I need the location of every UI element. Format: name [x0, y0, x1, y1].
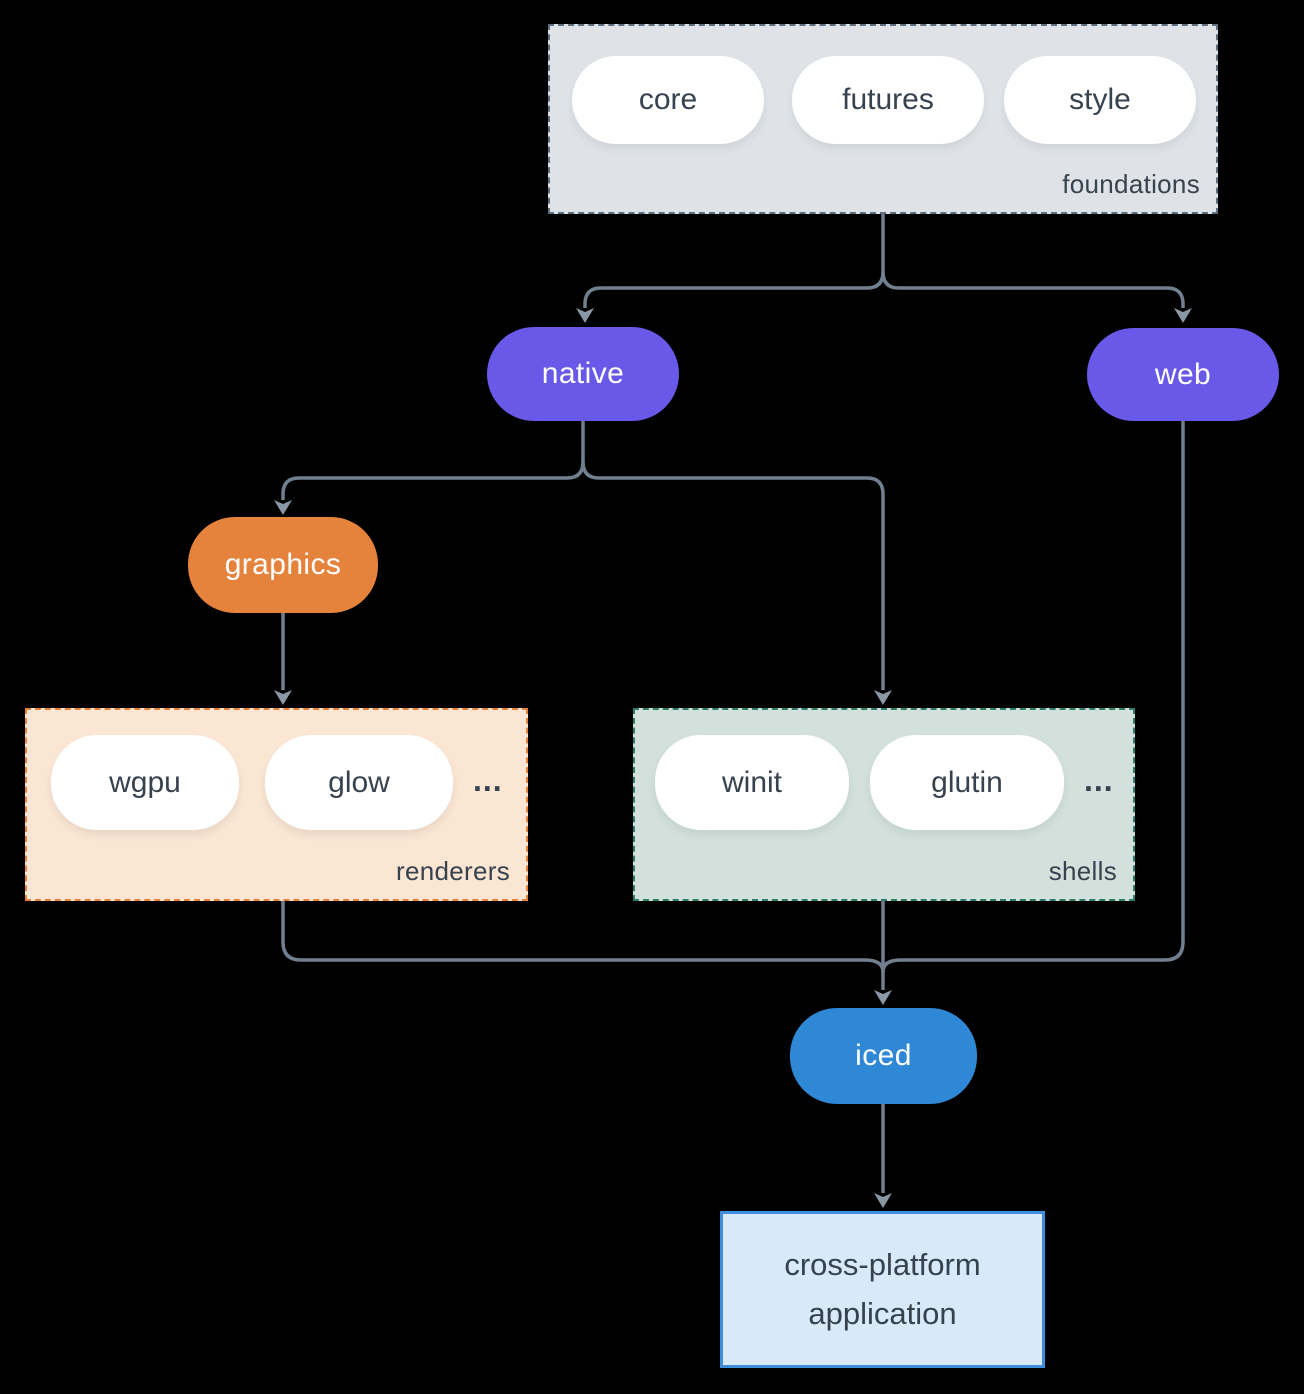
pill-winit-label: winit [721, 765, 782, 799]
pill-wgpu-label: wgpu [109, 765, 181, 799]
edge-foundations-native [583, 214, 885, 308]
node-graphics: graphics [188, 517, 378, 613]
pill-glow-label: glow [328, 765, 390, 799]
arrowhead-graphics [274, 500, 292, 515]
node-graphics-label: graphics [224, 548, 342, 581]
edge-native-graphics [281, 421, 585, 500]
application-label-line2: application [808, 1295, 957, 1331]
node-web-label: web [1154, 357, 1212, 391]
edge-foundations-web [881, 271, 1185, 308]
pill-futures-label: futures [842, 83, 934, 116]
foundations-group-label: foundations [1062, 169, 1200, 199]
pill-glutin-label: glutin [931, 765, 1003, 799]
application-box: cross-platform application [720, 1211, 1045, 1368]
arrowhead-application [874, 1193, 892, 1208]
node-web: web [1087, 328, 1279, 421]
pill-core: core [572, 56, 764, 144]
pill-style-label: style [1069, 83, 1131, 116]
arrowhead-renderers [274, 690, 292, 705]
node-iced-label: iced [855, 1039, 912, 1072]
pill-futures: futures [792, 56, 984, 144]
arrowhead-native [576, 308, 594, 323]
edge-native-shells [581, 461, 885, 690]
pill-core-label: core [638, 83, 698, 116]
pill-style: style [1004, 56, 1196, 144]
renderers-group-label: renderers [396, 856, 510, 886]
node-native: native [487, 327, 679, 421]
pill-glow: glow [265, 735, 453, 830]
foundations-group: core futures style foundations [548, 24, 1218, 214]
renderers-group: wgpu glow ... renderers [25, 708, 528, 901]
arrowhead-iced [874, 990, 892, 1005]
arrowhead-shells [874, 690, 892, 705]
shells-group: winit glutin ... shells [633, 708, 1135, 901]
pill-wgpu: wgpu [51, 735, 239, 830]
application-label-line1: cross-platform [784, 1247, 981, 1283]
node-iced: iced [790, 1008, 977, 1104]
renderers-ellipsis: ... [473, 762, 503, 798]
edge-renderers-iced [281, 901, 885, 973]
shells-ellipsis: ... [1084, 762, 1114, 798]
shells-group-label: shells [1048, 856, 1117, 886]
pill-glutin: glutin [870, 735, 1064, 830]
node-native-label: native [541, 357, 625, 390]
arrowhead-web [1174, 308, 1192, 323]
pill-winit: winit [655, 735, 849, 830]
